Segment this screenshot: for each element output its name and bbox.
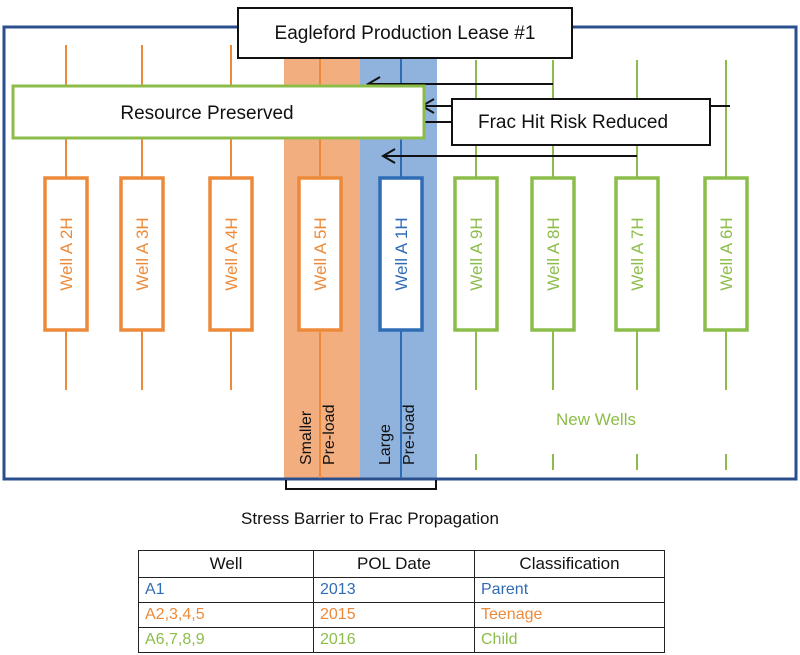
header-pol-date: POL Date [313, 550, 475, 578]
frac-hit-label: Frac Hit Risk Reduced [478, 112, 668, 133]
well-a-1h-box [378, 176, 424, 332]
zone-label-large-preload: Pre-load [401, 405, 418, 465]
resource-preserved-label: Resource Preserved [120, 103, 293, 124]
table-header-row: Well POL Date Classification [138, 550, 665, 578]
frac-hit-box [451, 98, 711, 146]
wells-layer: Well A 2H Well A 3H Well A 4H Well A 5H Well… [43, 45, 749, 478]
new-well-stubs [475, 454, 727, 470]
diagram-title: Eagleford Production Lease #1 [275, 23, 536, 44]
table-row: A2,3,4,5 2015 Teenage [138, 602, 665, 628]
arrow-head-4 [381, 148, 396, 164]
cell-well: A1 [138, 577, 314, 603]
header-classification: Classification [474, 550, 665, 578]
well-a-8h-label: Well A 8H [544, 217, 563, 290]
header-well: Well [138, 550, 314, 578]
cell-well: A2,3,4,5 [138, 602, 314, 628]
well-a-7h-box [614, 176, 660, 332]
resource-preserved-box [11, 84, 426, 140]
well-a-7h-label: Well A 7H [628, 217, 647, 290]
well-a-4h-label: Well A 4H [222, 217, 241, 290]
cell-pol-date: 2013 [313, 577, 475, 603]
new-wells-label: New Wells [556, 410, 636, 429]
stress-barrier-caption: Stress Barrier to Frac Propagation [241, 509, 499, 528]
cell-classification: Parent [474, 577, 665, 603]
well-a-5h-box [297, 176, 343, 332]
well-a-2h-label: Well A 2H [57, 217, 76, 290]
well-a-4h-box [208, 176, 254, 332]
well-a-1h-label: Well A 1H [392, 217, 411, 290]
cell-pol-date: 2016 [313, 627, 475, 653]
zone-label-large: Large [377, 424, 394, 465]
well-a-6h-label: Well A 6H [717, 217, 736, 290]
well-a-2h-box [43, 176, 89, 332]
well-a-8h-box [530, 176, 576, 332]
zone-label-smaller: Smaller [298, 410, 315, 465]
lease-diagram: Well A 2H Well A 3H Well A 4H Well A 5H Well… [2, 7, 798, 490]
well-a-3h-box [119, 176, 165, 332]
cell-well: A6,7,8,9 [138, 627, 314, 653]
well-a-6h-box [703, 176, 749, 332]
table-row: A1 2013 Parent [138, 577, 665, 603]
zone-label-smaller-preload: Pre-load [321, 405, 338, 465]
stress-barrier-bracket [285, 480, 437, 490]
cell-classification: Child [474, 627, 665, 653]
cell-pol-date: 2015 [313, 602, 475, 628]
well-a-9h-label: Well A 9H [467, 217, 486, 290]
title-box [237, 7, 573, 59]
well-a-3h-label: Well A 3H [133, 217, 152, 290]
cell-classification: Teenage [474, 602, 665, 628]
well-a-5h-label: Well A 5H [311, 217, 330, 290]
table-row: A6,7,8,9 2016 Child [138, 627, 665, 653]
well-classification-table: Well POL Date Classification A1 2013 Par… [138, 550, 665, 653]
well-a-9h-box [453, 176, 499, 332]
